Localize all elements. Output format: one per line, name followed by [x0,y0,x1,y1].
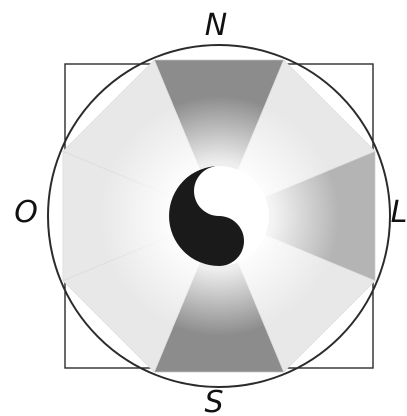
yin-yang-icon [169,166,269,266]
label-south: S [204,385,223,416]
label-west: O [14,195,38,230]
yin-dot [212,234,227,249]
yang-dot [212,184,227,199]
label-east: L [391,195,407,230]
label-north: N [205,8,227,43]
